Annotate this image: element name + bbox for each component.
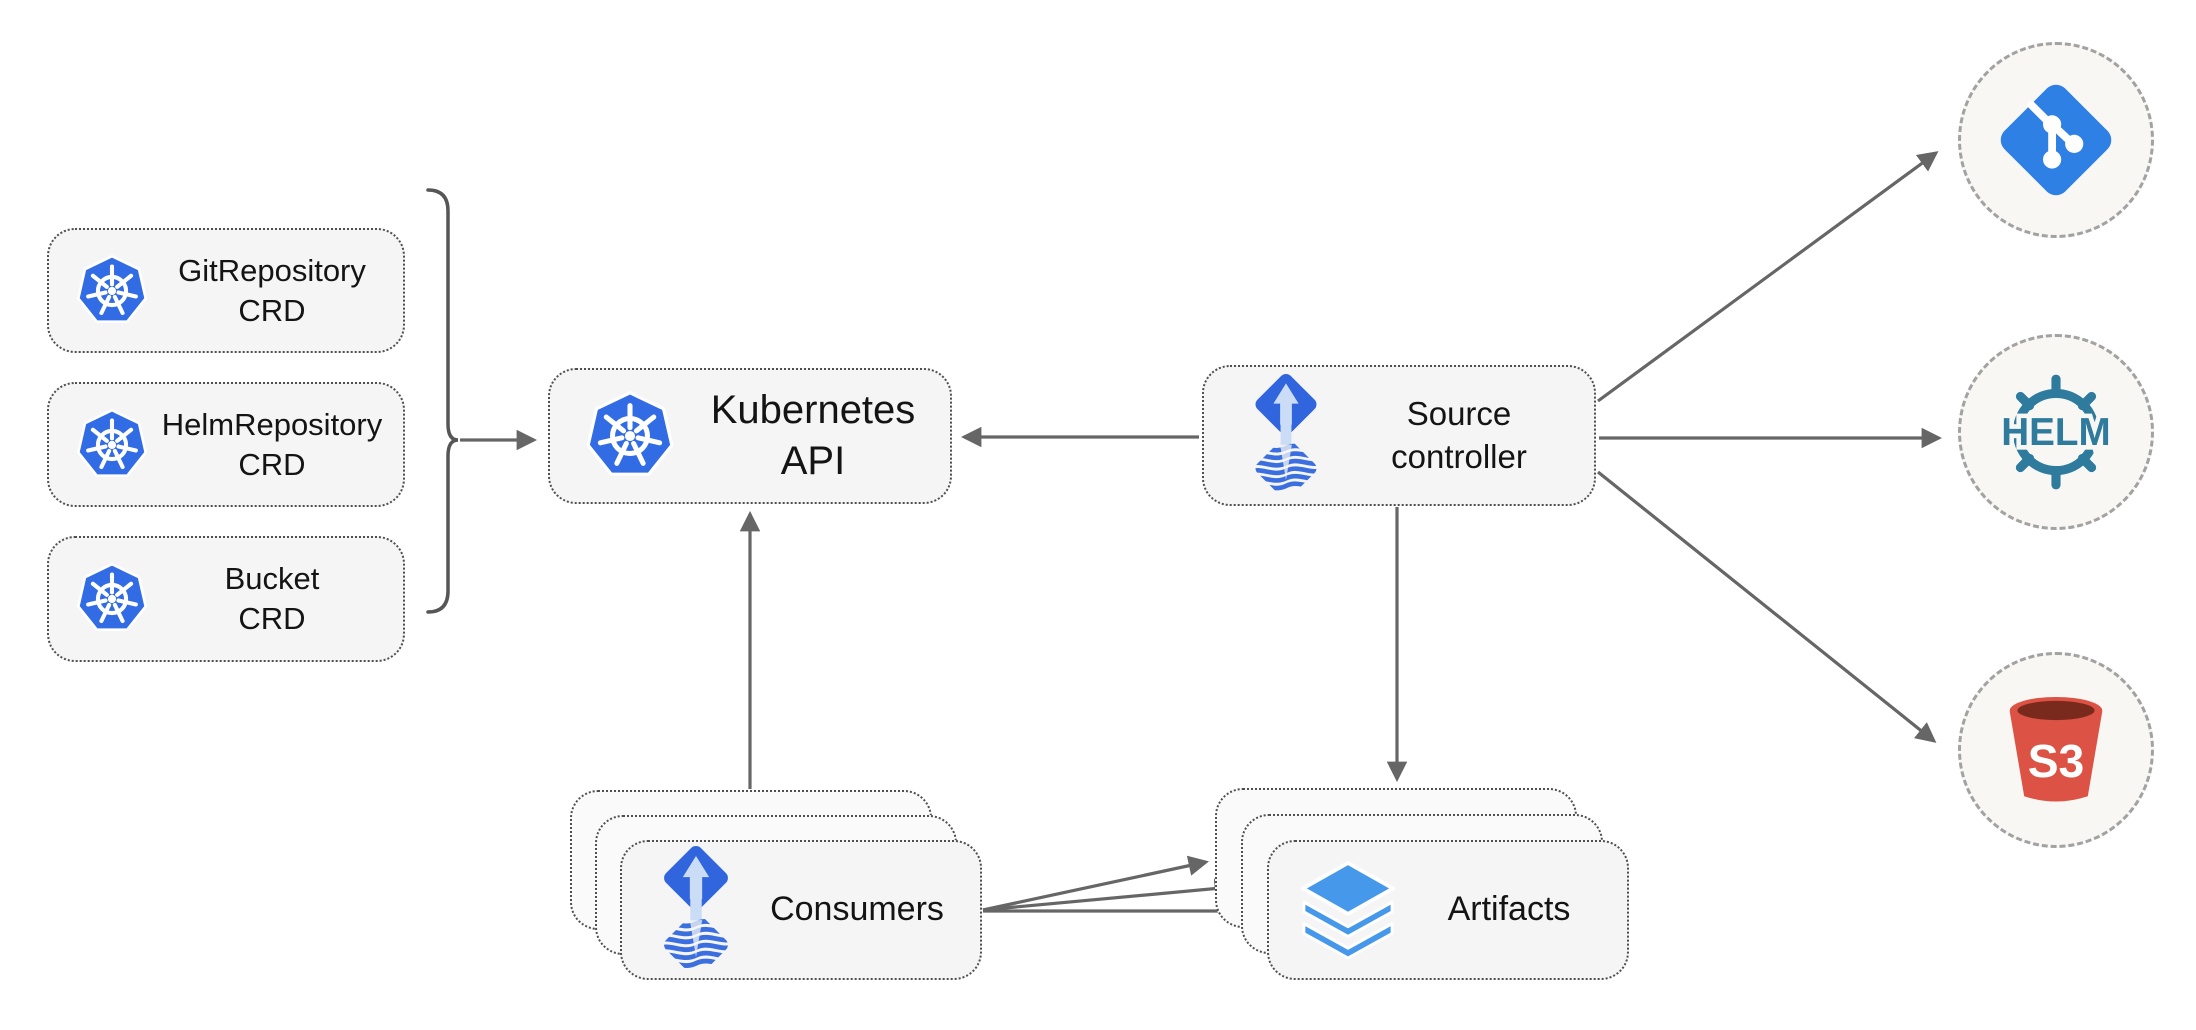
endpoint-git: [1958, 42, 2154, 238]
kubernetes-icon: [77, 254, 147, 323]
arrow-consumers-to-artifacts-1: [982, 855, 1210, 912]
flux-icon: [1252, 373, 1320, 491]
crd-group-bracket: [426, 188, 459, 614]
flux-icon: [661, 845, 731, 968]
s3-label: S3: [2028, 735, 2085, 787]
node-consumers: Consumers: [620, 840, 982, 980]
node-label: Consumers: [770, 890, 944, 929]
arrow-consumers-to-artifacts-2: [982, 878, 1236, 912]
kubernetes-icon: [77, 408, 147, 477]
node-artifacts: Artifacts: [1267, 840, 1629, 980]
helm-label: HELM: [2001, 411, 2110, 454]
arrow-source-controller-to-s3: [1597, 470, 1937, 743]
node-label: Kubernetes API: [710, 387, 916, 483]
kubernetes-icon: [77, 562, 147, 632]
layers-icon: [1300, 861, 1396, 959]
endpoint-s3: S3: [1958, 652, 2154, 848]
s3-bucket-icon: S3: [2009, 697, 2103, 802]
arrow-source-controller-to-git: [1597, 151, 1939, 403]
helm-icon: HELM: [1997, 374, 2115, 490]
kubernetes-icon: [586, 391, 674, 476]
node-label: Artifacts: [1447, 890, 1571, 929]
endpoint-helm: HELM: [1958, 334, 2154, 530]
git-icon: [2000, 84, 2112, 196]
node-kubernetes-api: Kubernetes API: [548, 368, 952, 504]
